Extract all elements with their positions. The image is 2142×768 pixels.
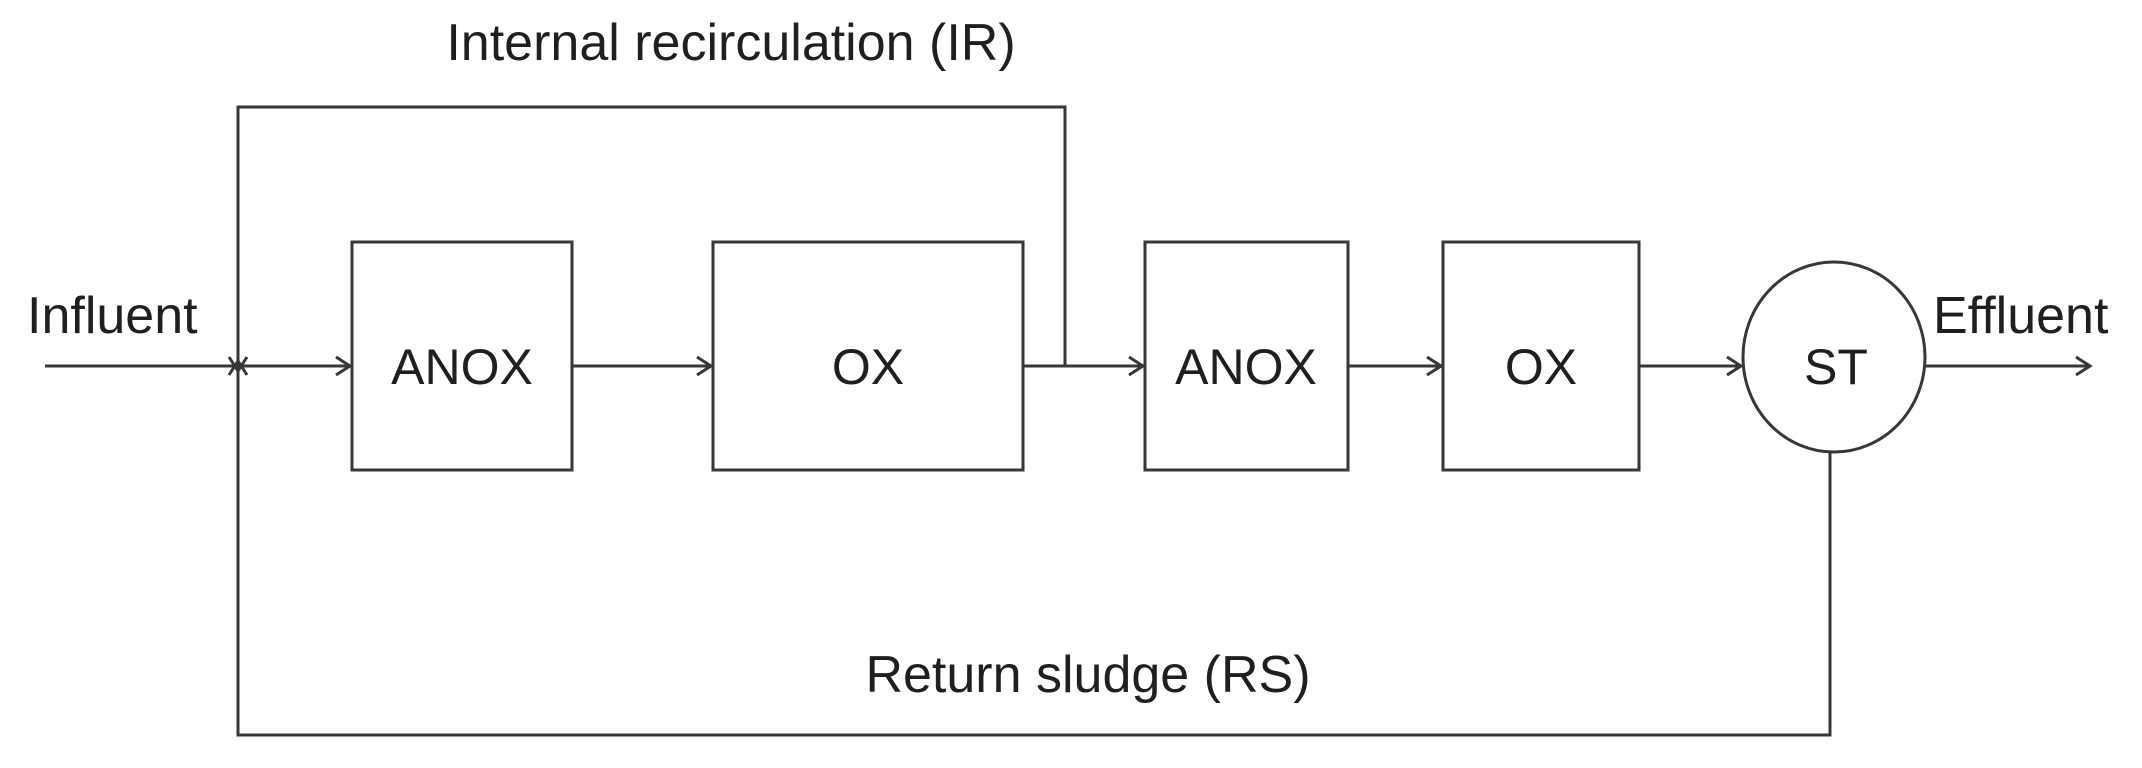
return-sludge-line <box>227 358 1832 737</box>
reactor-box-ox-2 <box>1441 240 1641 472</box>
settling-tank-label: ST <box>1804 339 1868 395</box>
reactor-label-anox-2: ANOX <box>1175 339 1317 395</box>
reactor-label-ox-1: OX <box>832 339 904 395</box>
influent-label: Influent <box>27 287 198 345</box>
diagram-title: Internal recirculation (IR) <box>446 14 1015 72</box>
return-sludge-label: Return sludge (RS) <box>865 646 1310 704</box>
reactor-box-ox-1 <box>711 240 1025 472</box>
internal-recirculation-line <box>227 105 1067 374</box>
reactor-label-anox-1: ANOX <box>391 339 533 395</box>
reactor-box-anox-2 <box>1143 240 1350 472</box>
effluent-label: Effluent <box>1933 287 2109 345</box>
reactor-label-ox-2: OX <box>1505 339 1577 395</box>
reactor-box-anox-1 <box>350 240 574 472</box>
